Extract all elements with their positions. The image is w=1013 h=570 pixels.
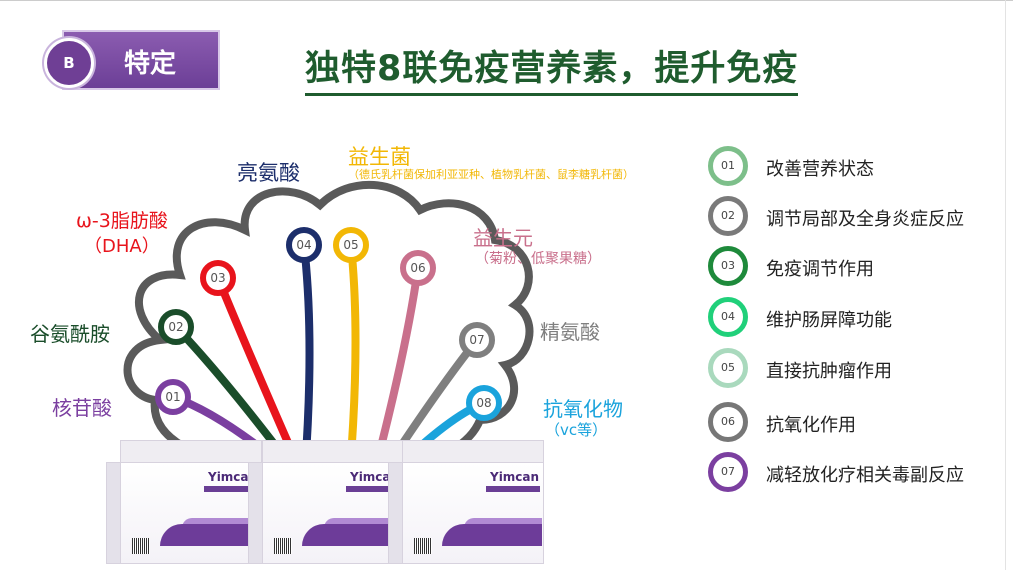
- nutrient-diagram: 01 02 03 04 05 06 07 08: [123, 181, 534, 474]
- node-number-04: 04: [296, 238, 311, 252]
- node-number-08: 08: [476, 396, 491, 410]
- node-circle-05: [333, 227, 369, 263]
- benefit-number: 01: [708, 146, 748, 186]
- node-connector-04: [300, 241, 314, 474]
- benefit-text: 直接抗肿瘤作用: [766, 361, 892, 382]
- node-number-05: 05: [343, 238, 358, 252]
- benefit-text: 减轻放化疗相关毒副反应: [766, 465, 964, 486]
- node-circle-02: [158, 309, 194, 345]
- benefit-text: 改善营养状态: [766, 159, 874, 180]
- node-label-04: 亮氨酸: [237, 161, 300, 185]
- product-brand: Yimcan: [490, 470, 540, 484]
- node-number-01: 01: [165, 390, 180, 404]
- cloud-outline: [123, 181, 534, 474]
- node-number-02: 02: [168, 320, 183, 334]
- barcode-icon: [274, 538, 292, 554]
- node-sub-05: （德氏乳杆菌保加利亚亚种、植物乳杆菌、鼠李糖乳杆菌）: [348, 168, 634, 181]
- node-circle-07: [459, 322, 495, 358]
- benefit-number: 03: [708, 246, 748, 286]
- top-divider: [0, 0, 1013, 1]
- node-label-02: 谷氨酰胺: [30, 322, 110, 346]
- node-sub-03: （DHA）: [84, 236, 160, 257]
- node-number-03: 03: [210, 271, 225, 285]
- benefit-text: 维护肠屏障功能: [766, 310, 892, 331]
- badge-letter: B: [44, 38, 94, 88]
- product-brand: Yimcan: [350, 470, 400, 484]
- benefit-number: 05: [708, 348, 748, 388]
- barcode-icon: [132, 538, 150, 554]
- node-label-01: 核苷酸: [52, 396, 112, 420]
- badge-label: 特定: [124, 49, 177, 79]
- node-circle-04: [286, 227, 322, 263]
- benefit-text: 调节局部及全身炎症反应: [766, 209, 964, 230]
- node-sub-06: （菊粉、低聚果糖）: [475, 251, 601, 267]
- benefit-number: 07: [708, 452, 748, 492]
- barcode-icon: [414, 538, 432, 554]
- node-label-06: 益生元: [473, 226, 533, 250]
- node-circle-03: [200, 260, 236, 296]
- node-circle-06: [400, 250, 436, 286]
- benefit-text: 抗氧化作用: [766, 415, 856, 436]
- product-brand: Yimcan: [208, 470, 258, 484]
- section-badge: B 特定: [44, 30, 220, 92]
- benefit-number: 04: [708, 297, 748, 337]
- node-number-06: 06: [410, 261, 425, 275]
- node-label-08: 抗氧化物: [543, 397, 623, 421]
- node-number-07: 07: [469, 333, 484, 347]
- benefit-number: 02: [708, 196, 748, 236]
- node-connector-05: [346, 241, 360, 474]
- node-sub-08: （vc等）: [545, 421, 608, 439]
- benefit-number: 06: [708, 402, 748, 442]
- node-label-05: 益生菌: [348, 145, 411, 169]
- node-circle-01: [155, 379, 191, 415]
- right-divider: [1005, 0, 1006, 570]
- benefit-text: 免疫调节作用: [766, 259, 874, 280]
- node-label-03: ω-3脂肪酸: [76, 210, 168, 232]
- node-label-07: 精氨酸: [540, 320, 600, 344]
- node-circle-08: [466, 385, 502, 421]
- page-title: 独特8联免疫营养素，提升免疫: [305, 40, 799, 96]
